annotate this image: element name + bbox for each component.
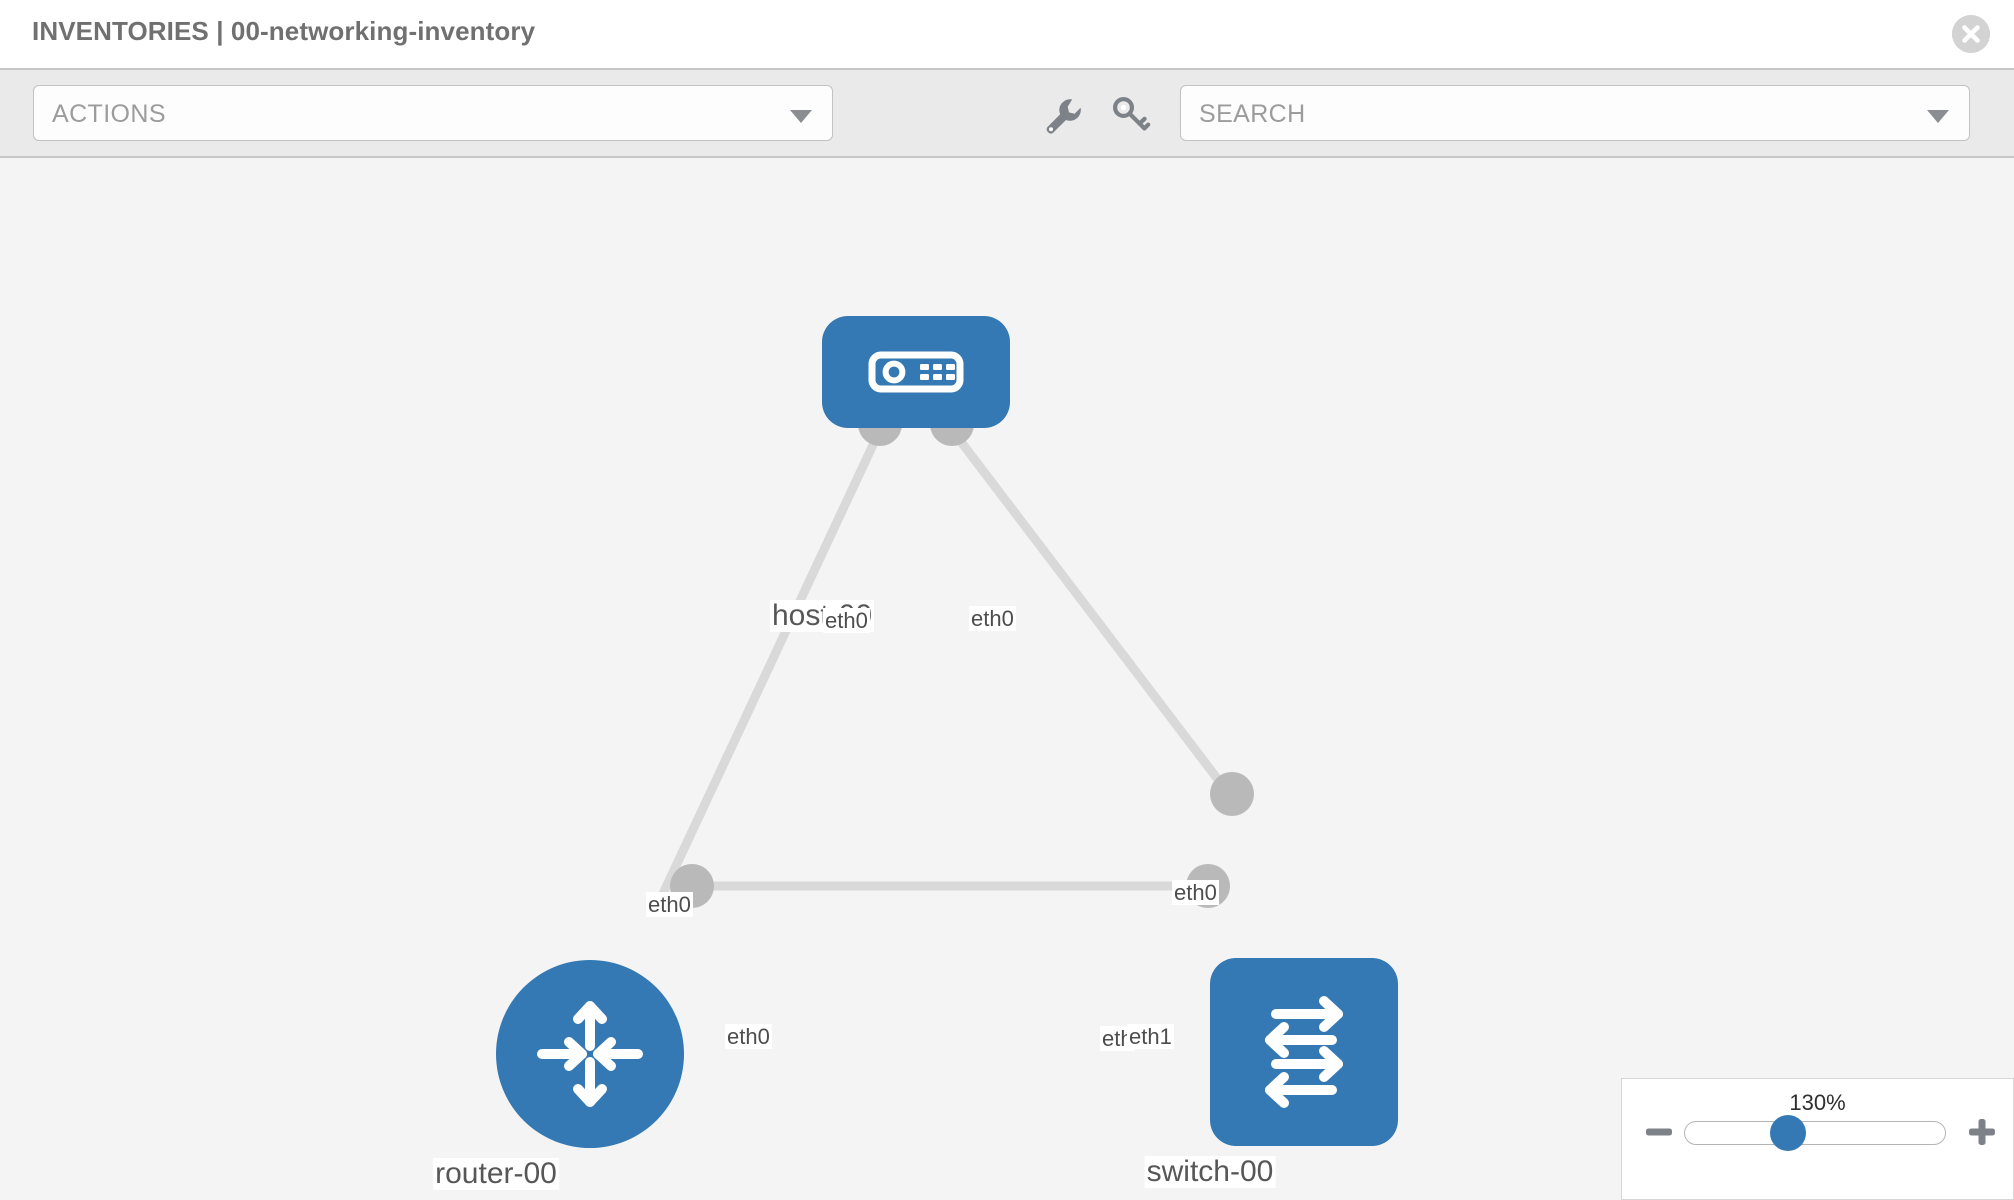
topology-canvas[interactable]: host-00 router-00 [0,158,2014,1200]
actions-dropdown[interactable]: ACTIONS [33,85,833,141]
page-title: INVENTORIES | 00-networking-inventory [32,16,536,46]
link-host-router [655,425,885,905]
node-label-router-00: router-00 [433,1157,559,1190]
host-node-shape [822,316,1010,428]
wrench-icon[interactable] [1040,92,1084,136]
search-placeholder-label: SEARCH [1199,100,1306,128]
chevron-down-icon [1927,110,1949,123]
node-label-switch-00: switch-00 [1144,1155,1276,1188]
iface-label-switch-uplink: eth0 [1172,880,1219,906]
iface-label-switch-eth1: eth1 [1127,1024,1174,1050]
zoom-control: 130% [1621,1078,2014,1200]
plus-icon[interactable] [1967,1117,1997,1147]
toolbar: ACTIONS SEARCH [0,68,2014,158]
topology-links [655,425,1237,905]
zoom-slider-track[interactable] [1684,1121,1946,1145]
iface-label-host-right: eth0 [969,606,1016,632]
page-header: INVENTORIES | 00-networking-inventory [0,0,2014,68]
minus-icon[interactable] [1644,1117,1674,1147]
close-icon[interactable] [1952,15,1990,53]
router-node-shape [496,960,684,1148]
zoom-percent-label: 130% [1789,1090,1846,1115]
server-icon [868,351,964,393]
zoom-slider-thumb[interactable] [1770,1115,1806,1151]
actions-dropdown-label: ACTIONS [52,100,166,128]
chevron-down-icon [790,110,812,123]
port-switch-eth0[interactable] [1210,772,1254,816]
search-input[interactable]: SEARCH [1180,85,1970,141]
iface-label-router-uplink: eth0 [646,892,693,918]
iface-label-router-eth0: eth0 [725,1024,772,1050]
link-host-switch [947,425,1237,803]
key-icon[interactable] [1108,92,1152,136]
switch-arrows-icon [1265,996,1343,1108]
switch-node-shape [1210,958,1398,1146]
iface-label-host-left: eth0 [823,608,870,634]
router-arrows-icon [537,1001,643,1107]
